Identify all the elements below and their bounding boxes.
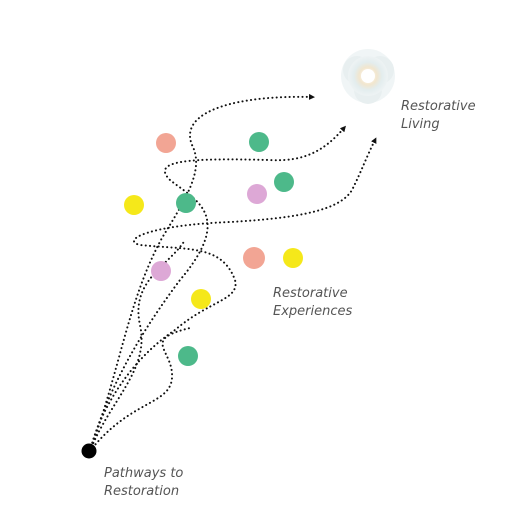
- experience-dots: [124, 132, 303, 366]
- pathway-top: [89, 93, 315, 452]
- label-restorative-living: Restorative Living: [401, 98, 476, 134]
- label-line: Restorative: [273, 286, 348, 301]
- green-dot: [249, 132, 269, 152]
- green-dot: [176, 193, 196, 213]
- label-line: Living: [401, 117, 440, 132]
- yellow-dot: [283, 248, 303, 268]
- salmon-dot: [156, 133, 176, 153]
- green-dot: [274, 172, 294, 192]
- label-restorative-experiences: Restorative Experiences: [273, 285, 352, 321]
- glowing-halo-icon: [341, 49, 395, 104]
- label-line: Restorative: [401, 99, 476, 114]
- salmon-dot: [243, 247, 265, 269]
- yellow-dot: [191, 289, 211, 309]
- label-line: Experiences: [273, 304, 353, 319]
- pathway-loop-left: [89, 239, 186, 452]
- green-dot: [178, 346, 198, 366]
- label-pathways-to-restoration: Pathways to Restoration: [104, 465, 183, 501]
- pathway-middle: [89, 125, 346, 452]
- label-line: Restoration: [104, 484, 180, 499]
- yellow-dot: [124, 195, 144, 215]
- pathway-loop-bottom: [89, 327, 191, 452]
- origin-dot-icon: [81, 443, 97, 459]
- label-line: Pathways to: [104, 466, 184, 481]
- lavender-dot: [247, 184, 267, 204]
- lavender-dot: [151, 261, 171, 281]
